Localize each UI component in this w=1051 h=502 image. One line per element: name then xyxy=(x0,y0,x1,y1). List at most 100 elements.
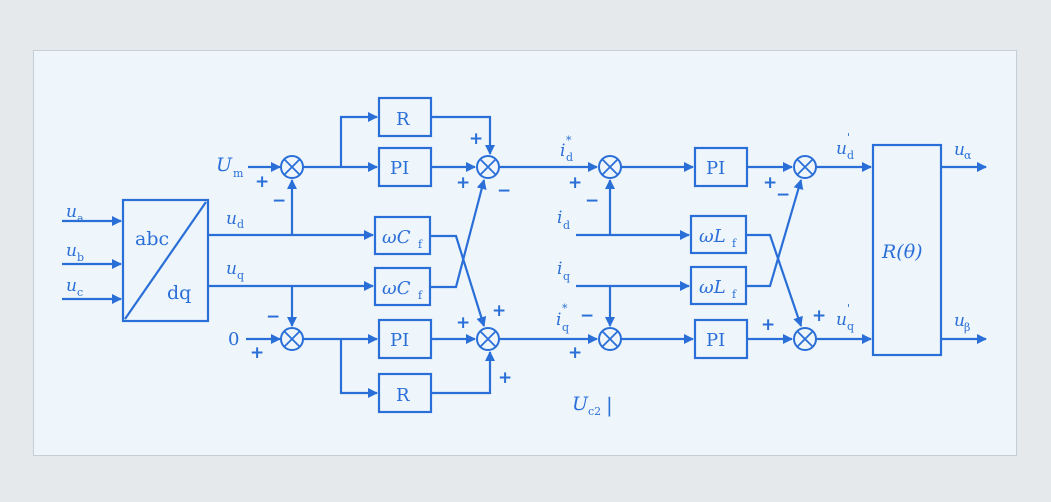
svg-text:u: u xyxy=(836,310,847,330)
sign-minus: − xyxy=(585,191,599,211)
svg-text:d: d xyxy=(563,219,570,232)
svg-text:u: u xyxy=(66,202,77,222)
input-zero: 0 + xyxy=(228,329,281,363)
svg-text:f: f xyxy=(732,237,737,250)
svg-text:b: b xyxy=(77,251,84,264)
svg-text:f: f xyxy=(418,289,423,302)
line-to-r-bottom xyxy=(339,339,378,398)
line-to-r-top xyxy=(339,112,378,167)
sign-plus: + xyxy=(568,343,582,363)
cross-coupling-wlf-top xyxy=(746,233,803,327)
sum-junction-output-d xyxy=(793,155,817,179)
svg-text:i: i xyxy=(560,141,565,161)
input-ua: u a xyxy=(62,202,122,226)
label-iq-ref: i * q xyxy=(556,302,569,334)
sign-plus: + xyxy=(456,313,470,333)
svg-text:i: i xyxy=(557,208,562,228)
pi-block-q: PI xyxy=(693,318,749,360)
svg-text:|: | xyxy=(606,393,613,418)
svg-text:U: U xyxy=(572,393,589,415)
svg-text:f: f xyxy=(418,238,423,251)
svg-text:PI: PI xyxy=(390,330,409,351)
sum-junction-id-ref xyxy=(476,155,500,179)
svg-text:u: u xyxy=(66,276,77,296)
rotation-block: R(θ) xyxy=(871,143,943,357)
svg-text:*: * xyxy=(566,134,572,147)
pi-block-bottom: PI xyxy=(377,318,433,360)
sign-minus: − xyxy=(776,185,790,205)
input-iq: i q xyxy=(557,259,690,327)
sum-junction-voltage-d xyxy=(280,155,304,179)
r-bottom-out xyxy=(431,351,495,395)
r-block-bottom: R xyxy=(377,372,433,414)
pi-block-d: PI xyxy=(693,146,749,188)
svg-text:abc: abc xyxy=(135,228,169,250)
svg-text:ωC: ωC xyxy=(382,278,411,299)
svg-text:R(θ): R(θ) xyxy=(881,241,923,263)
svg-text:β: β xyxy=(964,321,970,334)
sign-minus: − xyxy=(266,307,280,327)
signal-ud: u d xyxy=(208,209,374,240)
svg-text:u: u xyxy=(66,241,77,261)
svg-text:ωL: ωL xyxy=(699,277,726,298)
svg-text:d: d xyxy=(847,149,854,162)
cross-coupling-wcf-bottom xyxy=(430,179,487,289)
svg-text:i: i xyxy=(557,259,562,279)
output-u-beta: u β xyxy=(941,311,987,344)
svg-text:u: u xyxy=(226,209,237,229)
r-block-top: R xyxy=(377,96,433,138)
svg-text:U: U xyxy=(216,154,233,176)
label-id-ref: i * d xyxy=(560,134,573,164)
svg-text:*: * xyxy=(562,302,568,315)
input-ub: u b xyxy=(62,241,122,269)
r-top-out xyxy=(431,115,495,155)
sign-plus: + xyxy=(812,306,826,326)
svg-text:u: u xyxy=(954,311,965,331)
sum-junction-current-q xyxy=(598,327,622,351)
svg-text:ωC: ωC xyxy=(382,227,411,248)
pi-block-top: PI xyxy=(377,146,433,188)
svg-text:R: R xyxy=(396,385,410,406)
label-ud-prime: u ' d xyxy=(836,131,854,162)
input-id: i d xyxy=(557,179,690,240)
output-u-alpha: u α xyxy=(941,140,987,172)
svg-text:a: a xyxy=(77,212,84,225)
svg-text:q: q xyxy=(563,270,570,283)
label-uq-prime: u ' q xyxy=(836,302,854,333)
sum-junction-output-q xyxy=(793,327,817,351)
svg-text:PI: PI xyxy=(706,330,725,351)
svg-text:PI: PI xyxy=(706,158,725,179)
cross-coupling-wcf-top xyxy=(430,234,487,327)
sign-plus: + xyxy=(568,173,582,193)
svg-text:+: + xyxy=(255,172,269,192)
sign-plus: + xyxy=(492,301,506,321)
label-uc2: U c2 | xyxy=(572,393,613,418)
svg-text:u: u xyxy=(836,139,847,159)
sum-junction-current-d xyxy=(598,155,622,179)
sign-plus: + xyxy=(761,315,775,335)
svg-text:ωL: ωL xyxy=(699,226,726,247)
sign-plus: + xyxy=(763,173,777,193)
svg-text:q: q xyxy=(847,320,854,333)
sign-plus: + xyxy=(456,173,470,193)
svg-text:dq: dq xyxy=(167,282,191,304)
svg-text:q: q xyxy=(562,321,569,334)
input-uc: u c xyxy=(62,276,122,304)
svg-text:c2: c2 xyxy=(588,405,601,418)
input-um: U m + xyxy=(216,154,281,192)
sign-minus: − xyxy=(497,181,511,201)
sign-plus: + xyxy=(498,368,512,388)
svg-text:m: m xyxy=(233,167,244,180)
svg-text:q: q xyxy=(237,269,244,282)
wcf-block-top: ωC f xyxy=(373,215,432,256)
svg-text:PI: PI xyxy=(390,158,409,179)
svg-text:c: c xyxy=(77,286,83,299)
wcf-block-bottom: ωC f xyxy=(373,266,432,307)
svg-text:R: R xyxy=(396,109,410,130)
sign-plus: + xyxy=(469,129,483,149)
svg-text:+: + xyxy=(250,343,264,363)
svg-text:i: i xyxy=(556,310,561,330)
svg-text:u: u xyxy=(954,140,965,160)
cross-coupling-wlf-bottom xyxy=(746,179,804,288)
